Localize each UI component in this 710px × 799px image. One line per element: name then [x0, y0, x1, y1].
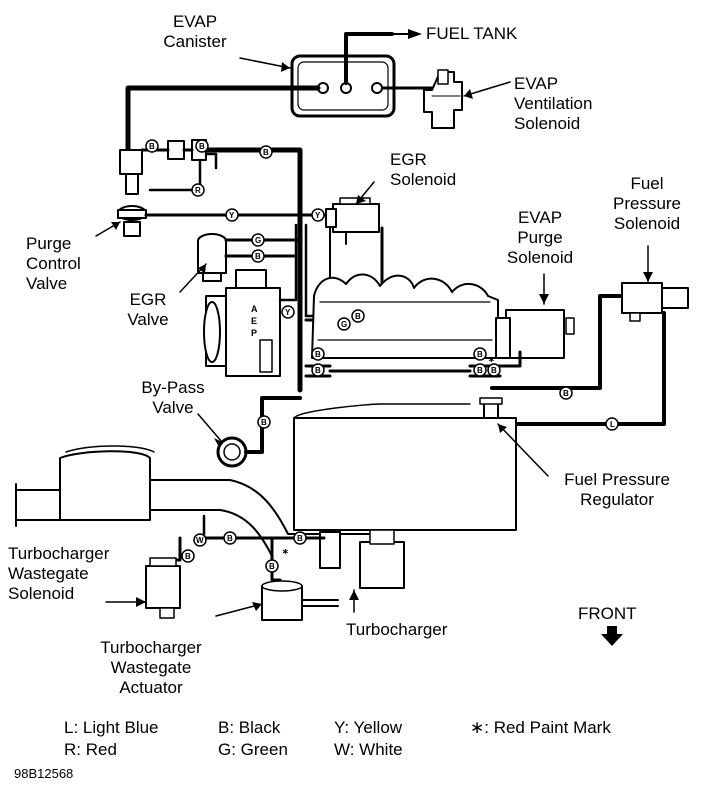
svg-text:R: R [195, 186, 201, 195]
svg-text:B: B [227, 534, 233, 543]
hose-tag-r: R [191, 183, 205, 197]
hose-tag-b: B [223, 531, 237, 545]
hose-tag-w: W [193, 533, 207, 547]
hose-tag-b: B [473, 347, 487, 361]
svg-text:B: B [297, 534, 303, 543]
label-turbo-wastegate-solenoid: Turbocharger Wastegate Solenoid [8, 544, 110, 603]
legend-yellow: Y: Yellow [334, 718, 403, 737]
label-egr-valve: EGR Valve [127, 290, 169, 329]
hose-tag-b: B [181, 549, 195, 563]
figure-code: 98B12568 [14, 766, 74, 781]
egr-valve [197, 233, 227, 282]
engine-block [293, 403, 517, 531]
label-purge-control-valve: Purge Control Valve [26, 234, 81, 293]
hose-tag-b: B [265, 559, 279, 573]
fuel-pressure-regulator [479, 397, 503, 421]
svg-text:B: B [185, 552, 191, 561]
svg-text:B: B [491, 366, 497, 375]
label-turbo-wastegate-actuator: Turbocharger Wastegate Actuator [100, 638, 202, 697]
hose-tag-b: B [311, 363, 325, 377]
hose-tag-b: B [559, 386, 573, 400]
label-egr-solenoid: EGR Solenoid [390, 150, 457, 189]
legend-red: R: Red [64, 740, 117, 759]
hose-tag-b: B [293, 531, 307, 545]
label-evap-canister: EVAP Canister [163, 12, 227, 51]
label-front: FRONT [578, 604, 637, 623]
svg-text:B: B [263, 148, 269, 157]
legend-white: W: White [334, 740, 403, 759]
intake-manifold [311, 273, 499, 359]
label-turbocharger: Turbocharger [346, 620, 448, 639]
label-evap-purge-solenoid: EVAP Purge Solenoid [506, 208, 574, 267]
hose-tag-b: B [257, 415, 271, 429]
aep-letter: E [251, 316, 257, 326]
svg-text:B: B [315, 366, 321, 375]
bypass-valve [216, 436, 248, 468]
fuel-pressure-solenoid [621, 282, 689, 322]
svg-text:Y: Y [229, 211, 235, 220]
hose-tag-b: B [145, 139, 159, 153]
aep-letter: A [251, 304, 258, 314]
svg-text:B: B [355, 312, 361, 321]
legend-red-paint-mark: ∗: Red Paint Mark [470, 718, 611, 737]
fuel-tank-line [344, 32, 394, 85]
hose-tag-y: Y [281, 305, 295, 319]
svg-text:Y: Y [285, 308, 291, 317]
legend-green: G: Green [218, 740, 288, 759]
hose-tag-y: Y [311, 208, 325, 222]
svg-text:Y: Y [315, 211, 321, 220]
wastegate-actuator [261, 580, 339, 621]
svg-text:B: B [477, 366, 483, 375]
hose-tag-g: G [251, 233, 265, 247]
hose-tag-b: B [251, 249, 265, 263]
svg-text:B: B [563, 389, 569, 398]
svg-text:B: B [261, 418, 267, 427]
svg-text:B: B [477, 350, 483, 359]
evap-purge-solenoid [495, 309, 575, 359]
svg-text:L: L [610, 420, 615, 429]
throttle-body [203, 269, 281, 377]
red-paint-mark: ∗ [282, 547, 289, 556]
svg-text:B: B [149, 142, 155, 151]
label-fuel-pressure-solenoid: Fuel Pressure Solenoid [612, 174, 682, 233]
hose-tag-y: Y [225, 208, 239, 222]
hose-tag-b: B [259, 145, 273, 159]
hose-tag-b: B [473, 363, 487, 377]
svg-text:G: G [255, 236, 261, 245]
hose-tag-b: B [311, 347, 325, 361]
wastegate-solenoid [145, 557, 181, 619]
svg-text:W: W [196, 536, 204, 545]
svg-text:G: G [341, 320, 347, 329]
hose-tag-b: B [487, 363, 501, 377]
label-fuel-tank: FUEL TANK [426, 24, 518, 43]
arrow-down-icon [601, 626, 623, 646]
hose-tag-l: L [605, 417, 619, 431]
hose-tag-b: B [195, 139, 209, 153]
hose-tag-g: G [337, 317, 351, 331]
egr-solenoid [325, 197, 380, 245]
label-evap-ventilation-solenoid: EVAP Ventilation Solenoid [514, 74, 593, 133]
intake-duct [15, 445, 391, 557]
red-paint-mark: ∗ [488, 355, 495, 364]
legend-light-blue: L: Light Blue [64, 718, 159, 737]
aep-marking: A E P [251, 304, 258, 338]
svg-text:B: B [255, 252, 261, 261]
evap-ventilation-solenoid [423, 69, 463, 129]
legend-black: B: Black [218, 718, 281, 737]
hose-tag-b: B [351, 309, 365, 323]
svg-text:B: B [269, 562, 275, 571]
purge-control-valve [117, 149, 147, 237]
svg-text:B: B [199, 142, 205, 151]
hose-tags: B B B R Y Y G B Y G B B B B B B B L B W … [145, 139, 619, 573]
turbocharger [319, 529, 405, 589]
label-bypass-valve: By-Pass Valve [141, 378, 205, 417]
aep-letter: P [251, 328, 257, 338]
label-fuel-pressure-regulator: Fuel Pressure Regulator [564, 470, 670, 509]
svg-text:B: B [315, 350, 321, 359]
